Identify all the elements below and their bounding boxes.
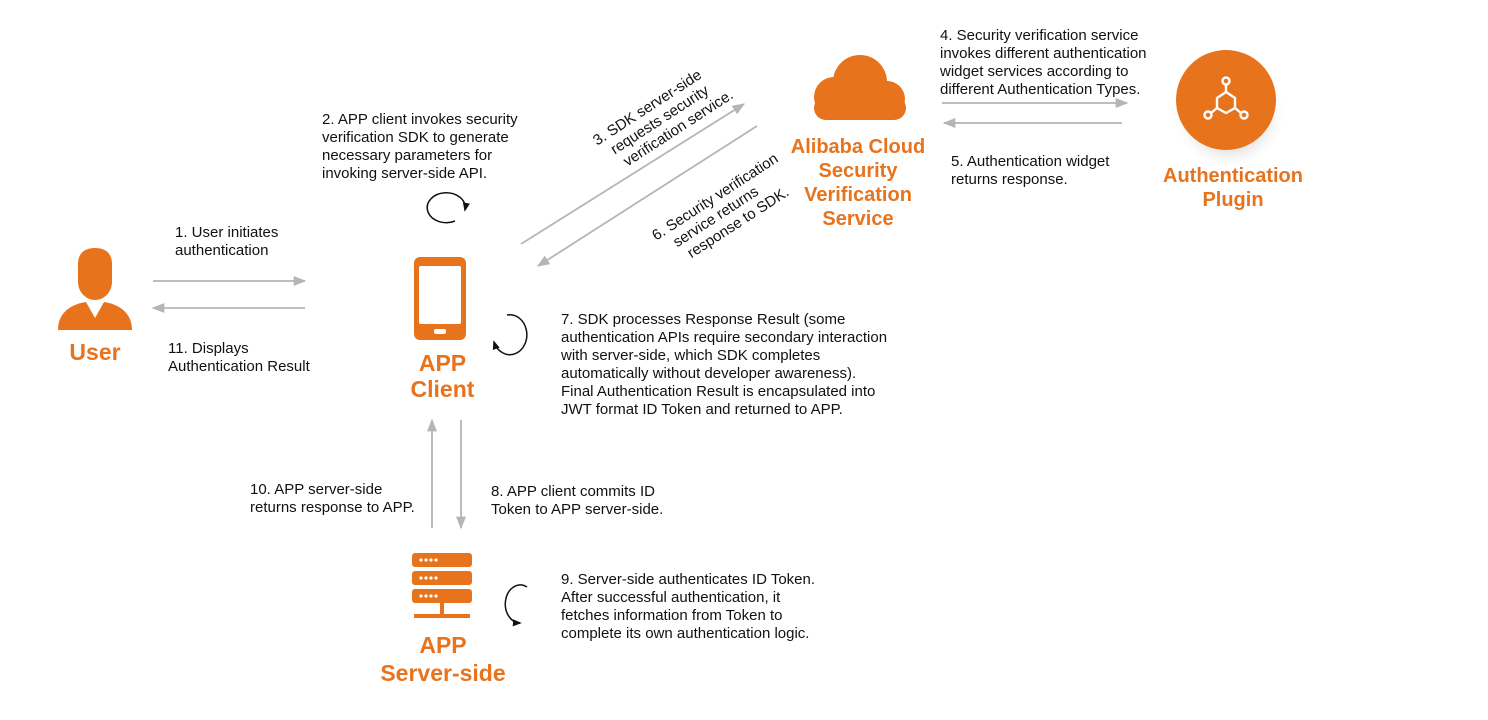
user-icon: [58, 248, 132, 330]
step7-label: 7. SDK processes Response Result (some a…: [561, 311, 888, 418]
step2-label: 2. APP client invokes security verificat…: [322, 111, 518, 182]
loop-arrow-step7: [492, 313, 528, 356]
step4-label: 4. Security verification service invokes…: [940, 27, 1147, 98]
step5-label: 5. Authentication widget returns respons…: [951, 153, 1110, 188]
arrow-step6: [536, 125, 758, 267]
network-hub-icon: [1171, 50, 1287, 166]
cloud-icon: [814, 55, 906, 120]
node-title-app-client: APP Client: [410, 350, 475, 402]
step10-label: 10. APP server-side returns response to …: [250, 481, 415, 516]
arrow-step3: [520, 103, 746, 245]
step9-label: 9. Server-side authenticates ID Token. A…: [561, 571, 816, 642]
node-title-security-service: Alibaba Cloud Security Verification Serv…: [790, 136, 926, 230]
node-title-auth-plugin: Authentication Plugin: [1163, 165, 1303, 211]
loop-arrow-step9: [504, 584, 528, 627]
mobile-phone-icon: [414, 257, 466, 340]
node-title-app-server: APP Server-side: [380, 632, 506, 686]
step8-label: 8. APP client commits ID Token to APP se…: [491, 483, 664, 518]
step1-label: 1. User initiates authentication: [175, 224, 279, 259]
loop-arrow-step2: [426, 191, 470, 224]
server-rack-icon: [412, 553, 472, 618]
step11-label: 11. Displays Authentication Result: [168, 340, 310, 375]
node-title-user: User: [69, 339, 121, 365]
